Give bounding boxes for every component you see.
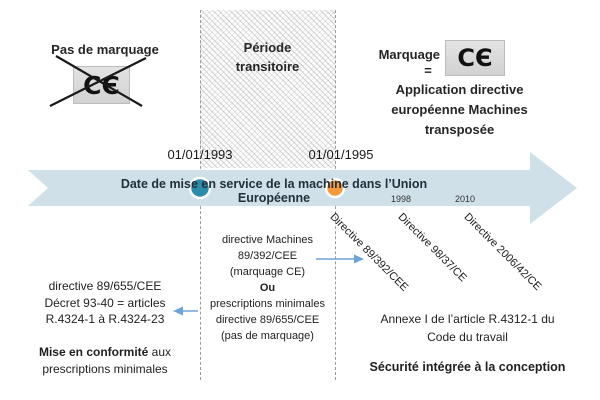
transition-rules-block: directive Machines 89/392/CEE (marquage …: [202, 232, 333, 344]
new-machines-rules-block: Annexe I de l’article R.4312-1 du Code d…: [380, 312, 555, 344]
milestone-dot-1993: [188, 176, 212, 200]
transition-period-label: Période transitoire: [235, 40, 300, 74]
marking-description: Application directive européenne Machine…: [391, 82, 528, 137]
cross-out-icon: [49, 55, 147, 107]
year-2010: 2010: [454, 194, 476, 204]
marking-label: Marquage: [378, 47, 440, 62]
old-machines-footer: Mise en conformité aux prescriptions min…: [15, 344, 195, 378]
connector-arrow-left-icon: [173, 306, 198, 316]
left-footer-bold: Mise en conformité: [38, 345, 149, 359]
connector-arrow-right-icon: [316, 254, 364, 264]
equals-sign: =: [424, 63, 432, 78]
transition-rules-or: Ou: [259, 282, 276, 294]
no-marking-label: Pas de marquage: [51, 42, 159, 57]
date-1993: 01/01/1993: [167, 147, 233, 162]
transition-rules-part1: directive Machines 89/392/CEE (marquage …: [221, 234, 314, 278]
transition-rules-part2: prescriptions minimales directive 89/655…: [210, 298, 325, 342]
timeline-arrow: [28, 152, 577, 224]
new-machines-footer: Sécurité intégrée à la conception: [369, 360, 566, 374]
milestone-dot-1995: [324, 177, 346, 199]
date-1995: 01/01/1995: [308, 147, 374, 162]
left-footer-rest: aux: [148, 345, 172, 359]
ce-mark-icon: CЄ: [445, 40, 505, 76]
left-footer-line2: prescriptions minimales: [42, 362, 168, 376]
timeline-axis-label: Date de mise en service de la machine da…: [120, 177, 428, 205]
timeline-arrow-shape: [28, 152, 577, 224]
transition-period-band: [200, 10, 335, 168]
year-1998: 1998: [390, 194, 412, 204]
old-machines-rules-block: directive 89/655/CEE Décret 93-40 = arti…: [44, 279, 166, 326]
